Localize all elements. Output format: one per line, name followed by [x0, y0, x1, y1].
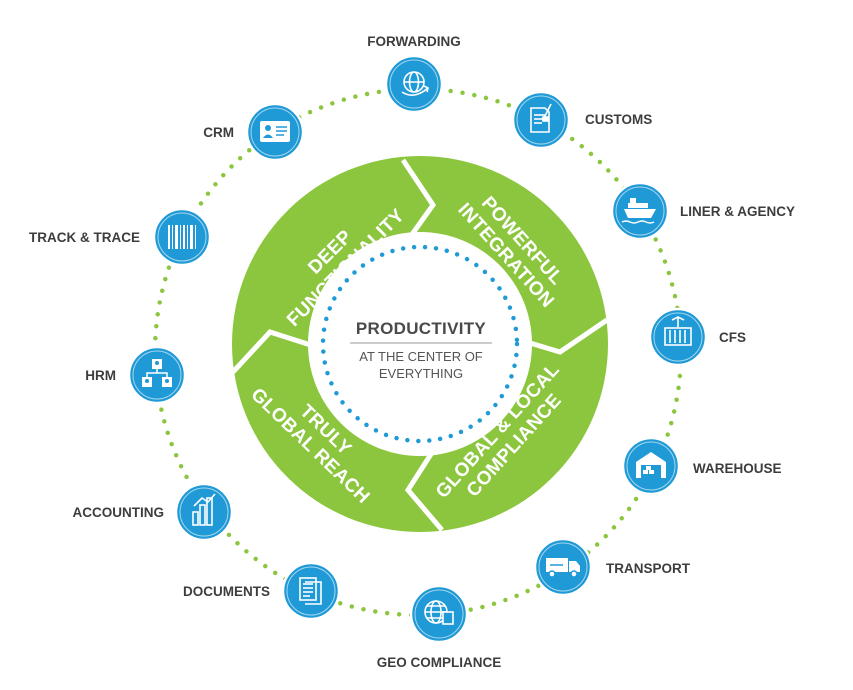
document-stamp-icon [530, 103, 552, 133]
module-accounting: ACCOUNTING [73, 482, 234, 542]
module-crm-label: CRM [203, 125, 234, 140]
module-geo-compliance-label: GEO COMPLIANCE [377, 655, 502, 670]
truck-icon [546, 558, 580, 578]
module-customs-label: CUSTOMS [585, 112, 652, 127]
module-forwarding-label: FORWARDING [367, 34, 461, 49]
separator-right [519, 317, 609, 355]
module-accounting-label: ACCOUNTING [73, 505, 165, 520]
module-warehouse: WAREHOUSE [621, 436, 782, 496]
module-warehouse-label: WAREHOUSE [693, 461, 782, 476]
globe-arrow-icon [401, 71, 429, 96]
module-track-trace: TRACK & TRACE [29, 207, 212, 267]
org-chart-icon [142, 359, 172, 387]
id-card-icon [260, 121, 290, 142]
separator-bottom [404, 438, 444, 532]
green-wheel [231, 156, 609, 532]
module-documents-label: DOCUMENTS [183, 584, 270, 599]
module-crm: CRM [203, 102, 305, 162]
ship-icon [621, 198, 656, 224]
container-crane-icon [664, 316, 692, 346]
center-subtitle-line1: AT THE CENTER OF [359, 349, 483, 364]
module-transport: TRANSPORT [533, 537, 691, 597]
bar-chart-icon [192, 493, 216, 526]
module-liner-agency: LINER & AGENCY [610, 181, 795, 241]
center-title: PRODUCTIVITY [356, 319, 487, 338]
center-disc [308, 232, 532, 456]
globe-document-icon [424, 600, 454, 625]
module-forwarding: FORWARDING [367, 34, 461, 114]
separator-left [231, 329, 321, 374]
module-geo-compliance: GEO COMPLIANCE [377, 584, 502, 670]
module-cfs: CFS [648, 307, 746, 367]
module-hrm-label: HRM [85, 368, 116, 383]
module-cfs-label: CFS [719, 330, 746, 345]
barcode-icon [168, 225, 196, 249]
documents-icon [299, 577, 322, 605]
warehouse-icon [636, 452, 666, 478]
module-track-trace-label: TRACK & TRACE [29, 230, 140, 245]
module-customs: CUSTOMS [511, 90, 652, 150]
module-transport-label: TRANSPORT [606, 561, 691, 576]
module-documents: DOCUMENTS [183, 561, 341, 621]
module-hrm: HRM [85, 345, 187, 405]
inner-dotted-ring [320, 244, 520, 444]
module-liner-agency-label: LINER & AGENCY [680, 204, 795, 219]
center-subtitle-line2: EVERYTHING [379, 366, 463, 381]
